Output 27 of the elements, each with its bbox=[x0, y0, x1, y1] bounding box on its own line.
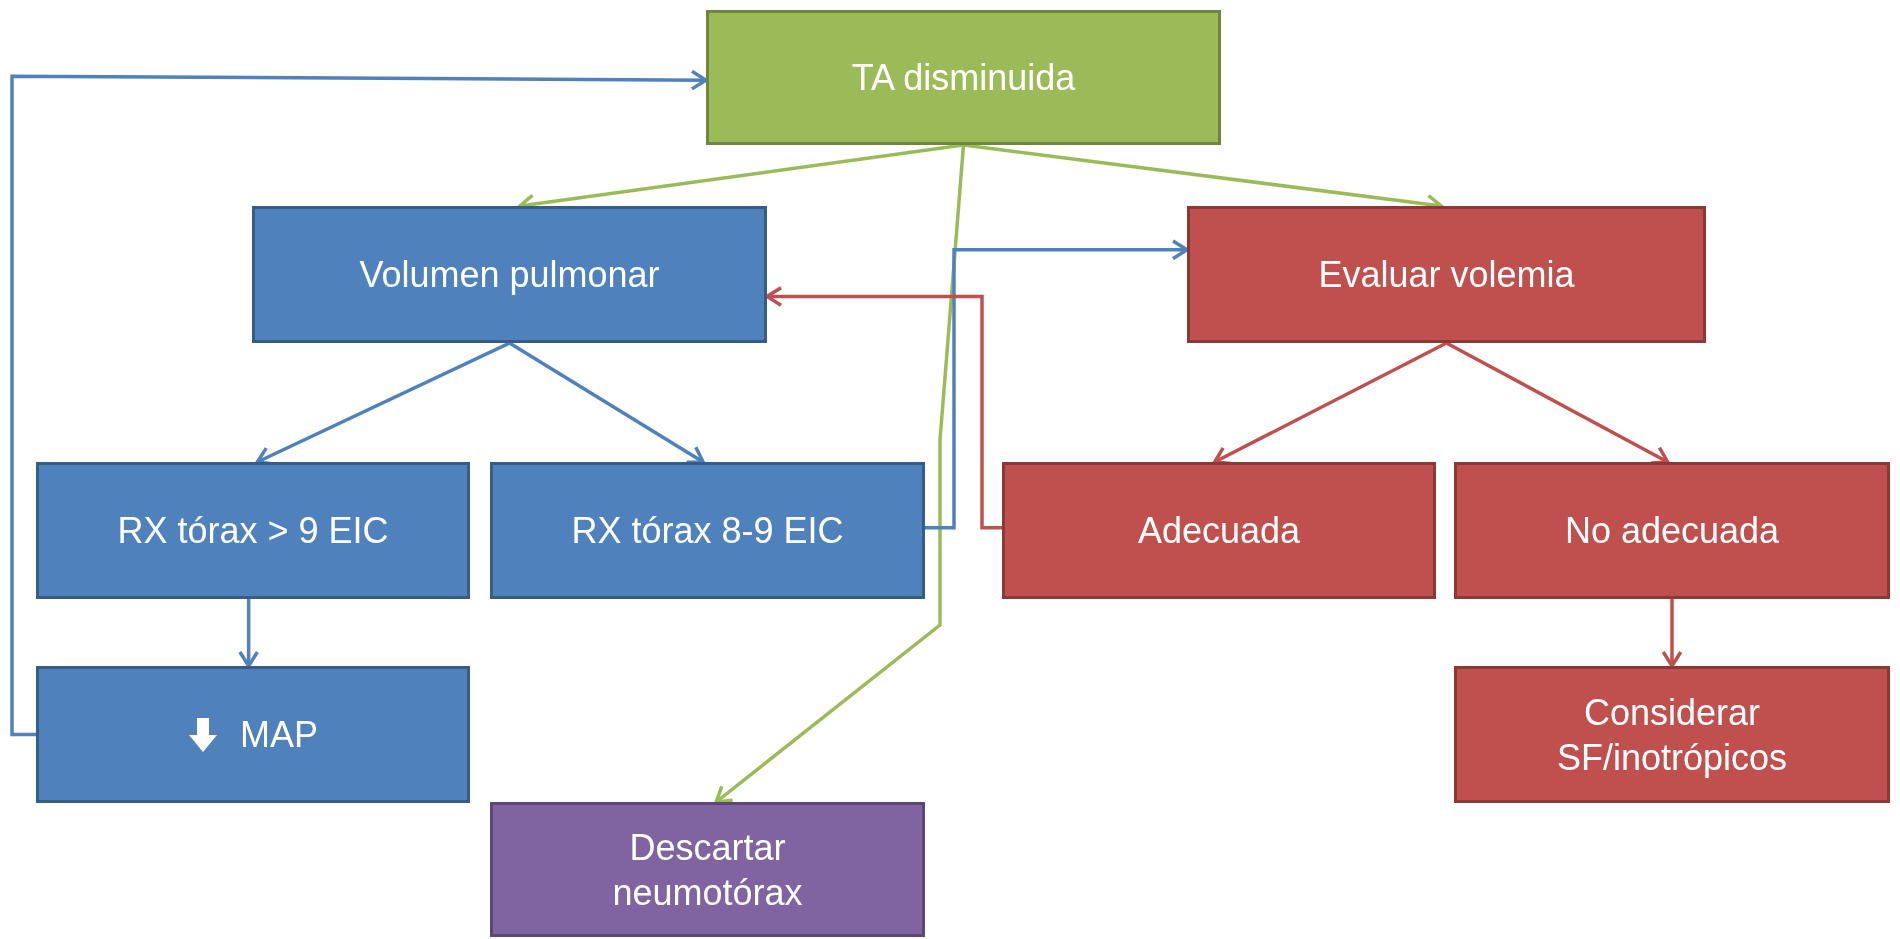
process-box bbox=[490, 802, 925, 937]
process-box bbox=[36, 462, 470, 599]
process-box bbox=[1002, 462, 1436, 599]
node-label: Adecuada bbox=[1137, 509, 1301, 553]
arrow bbox=[238, 599, 260, 668]
arrow bbox=[508, 341, 705, 464]
node-label: No adecuada bbox=[1564, 509, 1780, 553]
process-box bbox=[490, 462, 925, 599]
arrow bbox=[1661, 599, 1683, 668]
arrow bbox=[925, 239, 1189, 530]
process-box bbox=[706, 10, 1221, 145]
arrow bbox=[765, 285, 1002, 530]
node-label: Descartar neumotórax bbox=[611, 825, 804, 915]
node-label: TA disminuida bbox=[851, 56, 1076, 100]
node-label: RX tórax 8-9 EIC bbox=[571, 509, 844, 553]
arrow bbox=[714, 144, 966, 804]
process-box bbox=[36, 666, 470, 803]
node-label: Volumen pulmonar bbox=[359, 253, 660, 297]
node-label: RX tórax > 9 EIC bbox=[117, 509, 389, 553]
node-label: Evaluar volemia bbox=[1318, 253, 1575, 297]
process-box bbox=[1454, 462, 1890, 599]
process-box bbox=[1454, 666, 1890, 803]
arrow bbox=[10, 69, 708, 737]
node-label: MAP bbox=[240, 713, 318, 757]
node-label: Considerar SF/inotrópicos bbox=[1555, 690, 1789, 780]
process-box bbox=[252, 206, 767, 343]
process-box bbox=[1187, 206, 1706, 343]
